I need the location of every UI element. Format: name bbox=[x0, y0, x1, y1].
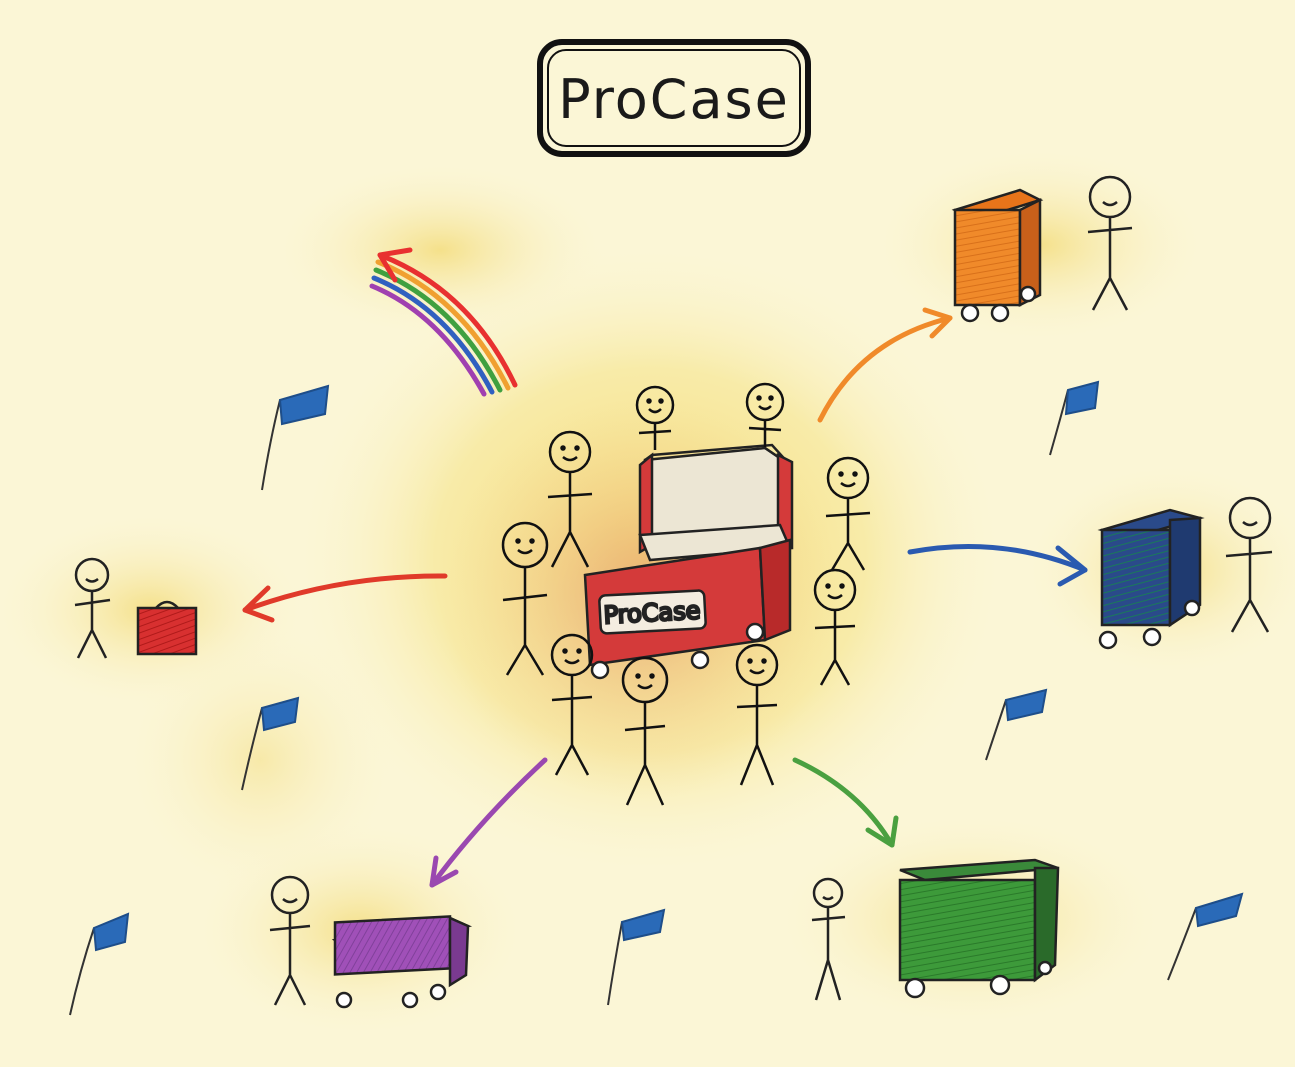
flag-icon bbox=[608, 910, 664, 1005]
case-label: ProCase bbox=[603, 596, 701, 629]
flag-icon bbox=[986, 690, 1046, 760]
page-title: ProCase bbox=[558, 68, 790, 131]
title-box: ProCase bbox=[540, 42, 808, 154]
flag-icon bbox=[70, 914, 128, 1015]
flag-icon bbox=[1168, 894, 1242, 980]
flag-icon bbox=[1050, 382, 1098, 455]
